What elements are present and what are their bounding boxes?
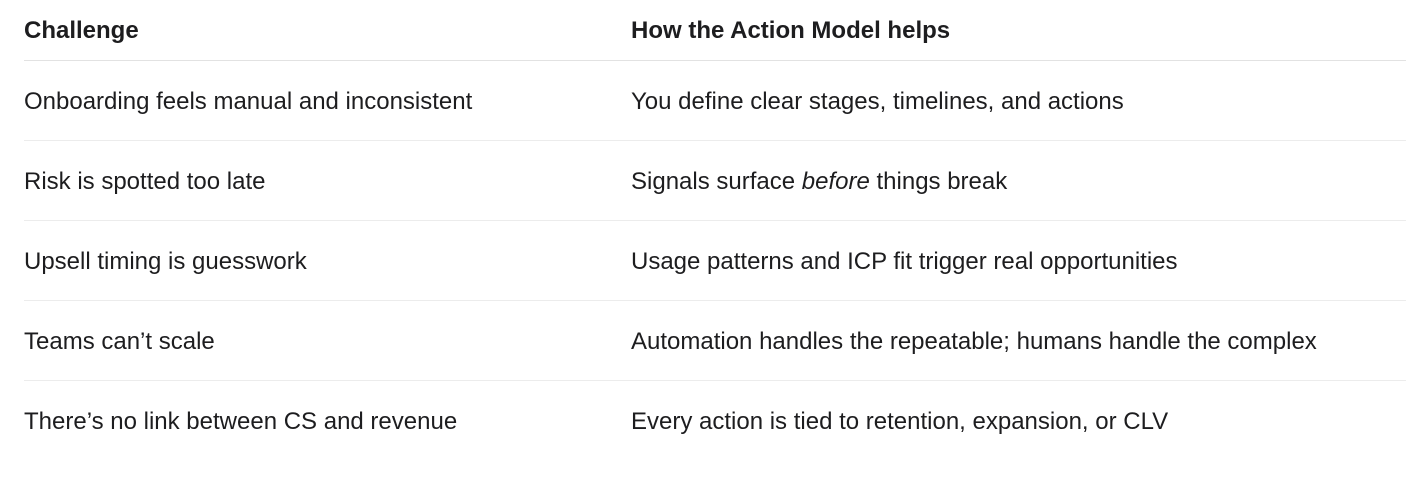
challenge-table: Challenge How the Action Model helps Onb… bbox=[24, 0, 1406, 461]
challenge-cell: Teams can’t scale bbox=[24, 327, 215, 355]
help-cell: Signals surface before things break bbox=[631, 165, 1406, 197]
help-cell: Every action is tied to retention, expan… bbox=[631, 405, 1406, 437]
help-text-after: things break bbox=[869, 167, 1008, 195]
challenge-cell: There’s no link between CS and revenue bbox=[24, 408, 458, 435]
help-cell: You define clear stages, timelines, and … bbox=[631, 85, 1406, 117]
help-text: You define clear stages, timelines, and … bbox=[631, 87, 1124, 115]
help-text: Every action is tied to retention, expan… bbox=[631, 408, 1169, 435]
help-text: Usage patterns and ICP fit trigger real … bbox=[631, 247, 1178, 275]
challenge-cell: Upsell timing is guesswork bbox=[24, 247, 307, 275]
table-row: Upsell timing is guesswork Usage pattern… bbox=[24, 221, 1406, 301]
table-row: Teams can’t scale Automation handles the… bbox=[24, 301, 1406, 381]
table-row: There’s no link between CS and revenue E… bbox=[24, 381, 1406, 461]
challenge-cell: Onboarding feels manual and inconsistent bbox=[24, 87, 473, 115]
table-row: Risk is spotted too late Signals surface… bbox=[24, 141, 1406, 221]
column-header-action-model-helps: How the Action Model helps bbox=[631, 17, 951, 44]
column-header-challenge: Challenge bbox=[24, 17, 139, 44]
help-text: Automation handles the repeatable; human… bbox=[631, 327, 1317, 355]
table-row: Onboarding feels manual and inconsistent… bbox=[24, 61, 1406, 141]
help-cell: Usage patterns and ICP fit trigger real … bbox=[631, 245, 1406, 277]
help-cell: Automation handles the repeatable; human… bbox=[631, 325, 1406, 357]
table-header-row: Challenge How the Action Model helps bbox=[24, 0, 1406, 61]
challenge-cell: Risk is spotted too late bbox=[24, 167, 266, 195]
help-text: Signals surface bbox=[631, 167, 802, 195]
help-emphasis: before bbox=[801, 167, 870, 195]
